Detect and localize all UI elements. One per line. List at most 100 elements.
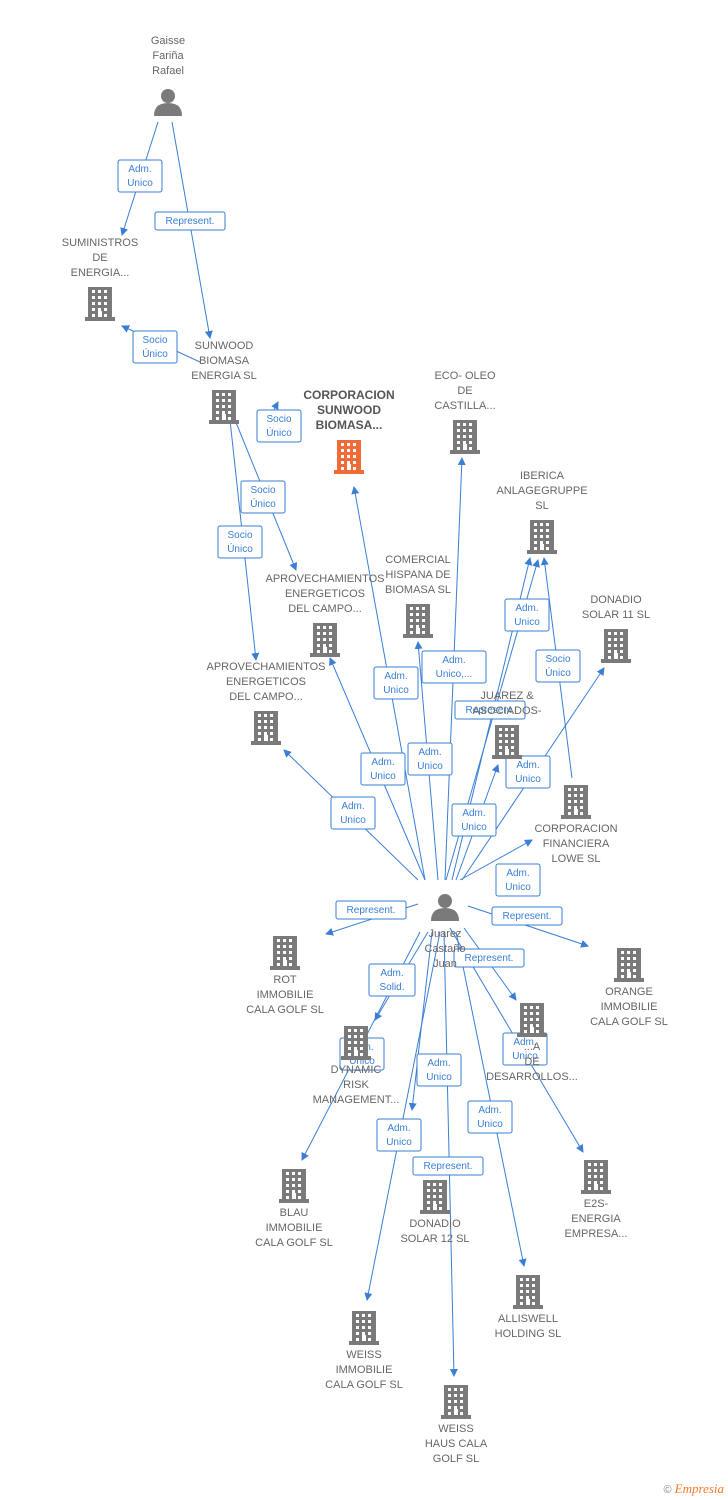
node-label: SOLAR 12 SL bbox=[400, 1233, 469, 1245]
node-label: CALA GOLF SL bbox=[246, 1004, 324, 1016]
edge-label-text: Único bbox=[227, 542, 253, 555]
building-icon[interactable] bbox=[513, 1275, 543, 1309]
building-icon[interactable] bbox=[527, 520, 557, 554]
building-icon[interactable] bbox=[85, 287, 115, 321]
edge-label-juarez-to-dynamic[interactable]: Adm.Solid. bbox=[368, 963, 416, 997]
edge-label-juarez-to-donadio11[interactable]: Adm.Unico bbox=[505, 755, 551, 789]
company-node-eco[interactable]: ECO- OLEODECASTILLA... bbox=[434, 370, 496, 454]
edge-label-text: Adm. bbox=[513, 1037, 536, 1048]
building-icon[interactable] bbox=[492, 725, 522, 759]
node-label: SUMINISTROS bbox=[62, 237, 138, 249]
edge-label-juarez-to-eco[interactable]: Adm.Unico,... bbox=[421, 650, 487, 684]
company-node-corporacion_sunwood[interactable]: CORPORACIONSUNWOODBIOMASA... bbox=[303, 388, 395, 474]
company-node-e2s[interactable]: E2S-ENERGIAEMPRESA... bbox=[565, 1160, 628, 1240]
edge-label-text: Adm. bbox=[442, 655, 465, 666]
edge-label-juarez-to-juarez_asoc[interactable]: Adm.Unico bbox=[451, 803, 497, 837]
building-icon[interactable] bbox=[270, 936, 300, 970]
building-icon[interactable] bbox=[334, 440, 364, 474]
edge-label-juarez-to-aprov2[interactable]: Adm.Unico bbox=[330, 796, 376, 830]
person-icon[interactable] bbox=[431, 894, 459, 921]
node-label: ENERGETICOS bbox=[285, 588, 365, 600]
building-icon[interactable] bbox=[403, 604, 433, 638]
node-label: SUNWOOD bbox=[317, 403, 381, 417]
node-label: WEISS bbox=[438, 1423, 473, 1435]
edge-label-text: Adm. bbox=[371, 757, 394, 768]
node-label: CORPORACION bbox=[534, 823, 617, 835]
edge-label-gaisse-to-sunwood[interactable]: Represent. bbox=[154, 211, 226, 231]
edge-label-juarez-to-weiss_haus[interactable]: Represent. bbox=[412, 1156, 484, 1176]
edge-label-juarez-to-alliswell[interactable]: Adm.Unico bbox=[467, 1100, 513, 1134]
building-icon[interactable] bbox=[601, 629, 631, 663]
node-label: WEISS bbox=[346, 1349, 381, 1361]
person-icon[interactable] bbox=[154, 89, 182, 116]
edge-label-juarez-to-aprov1[interactable]: Adm.Unico bbox=[360, 752, 406, 786]
building-icon[interactable] bbox=[279, 1169, 309, 1203]
edge-label-text: Socio bbox=[250, 485, 275, 496]
edge-label-text: Adm. bbox=[506, 868, 529, 879]
node-label: ENERGETICOS bbox=[226, 676, 306, 688]
building-icon[interactable] bbox=[251, 711, 281, 745]
building-icon[interactable] bbox=[420, 1180, 450, 1214]
node-label: IMMOBILIE bbox=[257, 989, 314, 1001]
node-label: MANAGEMENT... bbox=[313, 1094, 400, 1106]
brand-logo[interactable]: Empresia bbox=[674, 1481, 724, 1496]
edge-label-juarez-to-rot[interactable]: Represent. bbox=[335, 900, 407, 920]
edge-label-text: Adm. bbox=[384, 671, 407, 682]
company-node-desarrollos[interactable]: ...ADEDESARROLLOS... bbox=[486, 1003, 578, 1083]
node-label: Juan bbox=[433, 958, 457, 970]
building-icon[interactable] bbox=[341, 1026, 371, 1060]
edge-label-juarez-to-weiss_imm[interactable]: Adm.Unico bbox=[376, 1118, 422, 1152]
edge-label-juarez-to-orange[interactable]: Represent. bbox=[491, 906, 563, 926]
building-icon[interactable] bbox=[209, 390, 239, 424]
node-label: DONADIO bbox=[409, 1218, 461, 1230]
building-icon[interactable] bbox=[581, 1160, 611, 1194]
edge-label-text: Unico bbox=[477, 1119, 503, 1130]
building-icon[interactable] bbox=[349, 1311, 379, 1345]
edge-label-text: Adm. bbox=[427, 1058, 450, 1069]
building-icon[interactable] bbox=[561, 785, 591, 819]
building-icon[interactable] bbox=[310, 623, 340, 657]
edge-label-juarez-to-comercial[interactable]: Adm.Unico bbox=[407, 742, 453, 776]
building-icon[interactable] bbox=[614, 948, 644, 982]
company-node-juarez_asoc[interactable]: JUAREZ &ASOCIADOS- bbox=[472, 690, 542, 759]
node-label: CASTILLA... bbox=[434, 400, 495, 412]
edge-label-juarez-to-desarrollos[interactable]: Represent. bbox=[453, 948, 525, 968]
edge-label-juarez-to-juarez_asoc[interactable]: Represent. bbox=[454, 700, 526, 720]
edge-label-text: Socio bbox=[545, 654, 570, 665]
edge-label-gaisse-to-suministros[interactable]: Adm.Unico bbox=[117, 159, 163, 193]
building-icon[interactable] bbox=[441, 1385, 471, 1419]
node-label: IBERICA bbox=[520, 470, 565, 482]
company-node-suministros[interactable]: SUMINISTROSDEENERGIA... bbox=[62, 237, 138, 321]
building-icon[interactable] bbox=[517, 1003, 547, 1037]
edge-label-juarez-to-corp_fin[interactable]: Adm.Unico bbox=[495, 863, 541, 897]
edge-label-text: Único bbox=[250, 497, 276, 510]
edge-label-juarez-to-donadio12[interactable]: Adm.Unico bbox=[416, 1053, 462, 1087]
node-label: BIOMASA... bbox=[316, 418, 383, 432]
edge-label-juarez-to-iberica[interactable]: Adm.Unico bbox=[504, 598, 550, 632]
building-icon[interactable] bbox=[450, 420, 480, 454]
company-node-donadio12[interactable]: DONADIO SOLAR 12 SL bbox=[400, 1180, 470, 1245]
company-node-dynamic[interactable]: DYNAMICRISKMANAGEMENT... bbox=[313, 1026, 400, 1106]
edge-label-juarez-to-corporacion_sunwood[interactable]: Adm.Unico bbox=[373, 666, 419, 700]
edge-label-text: Adm. bbox=[341, 801, 364, 812]
